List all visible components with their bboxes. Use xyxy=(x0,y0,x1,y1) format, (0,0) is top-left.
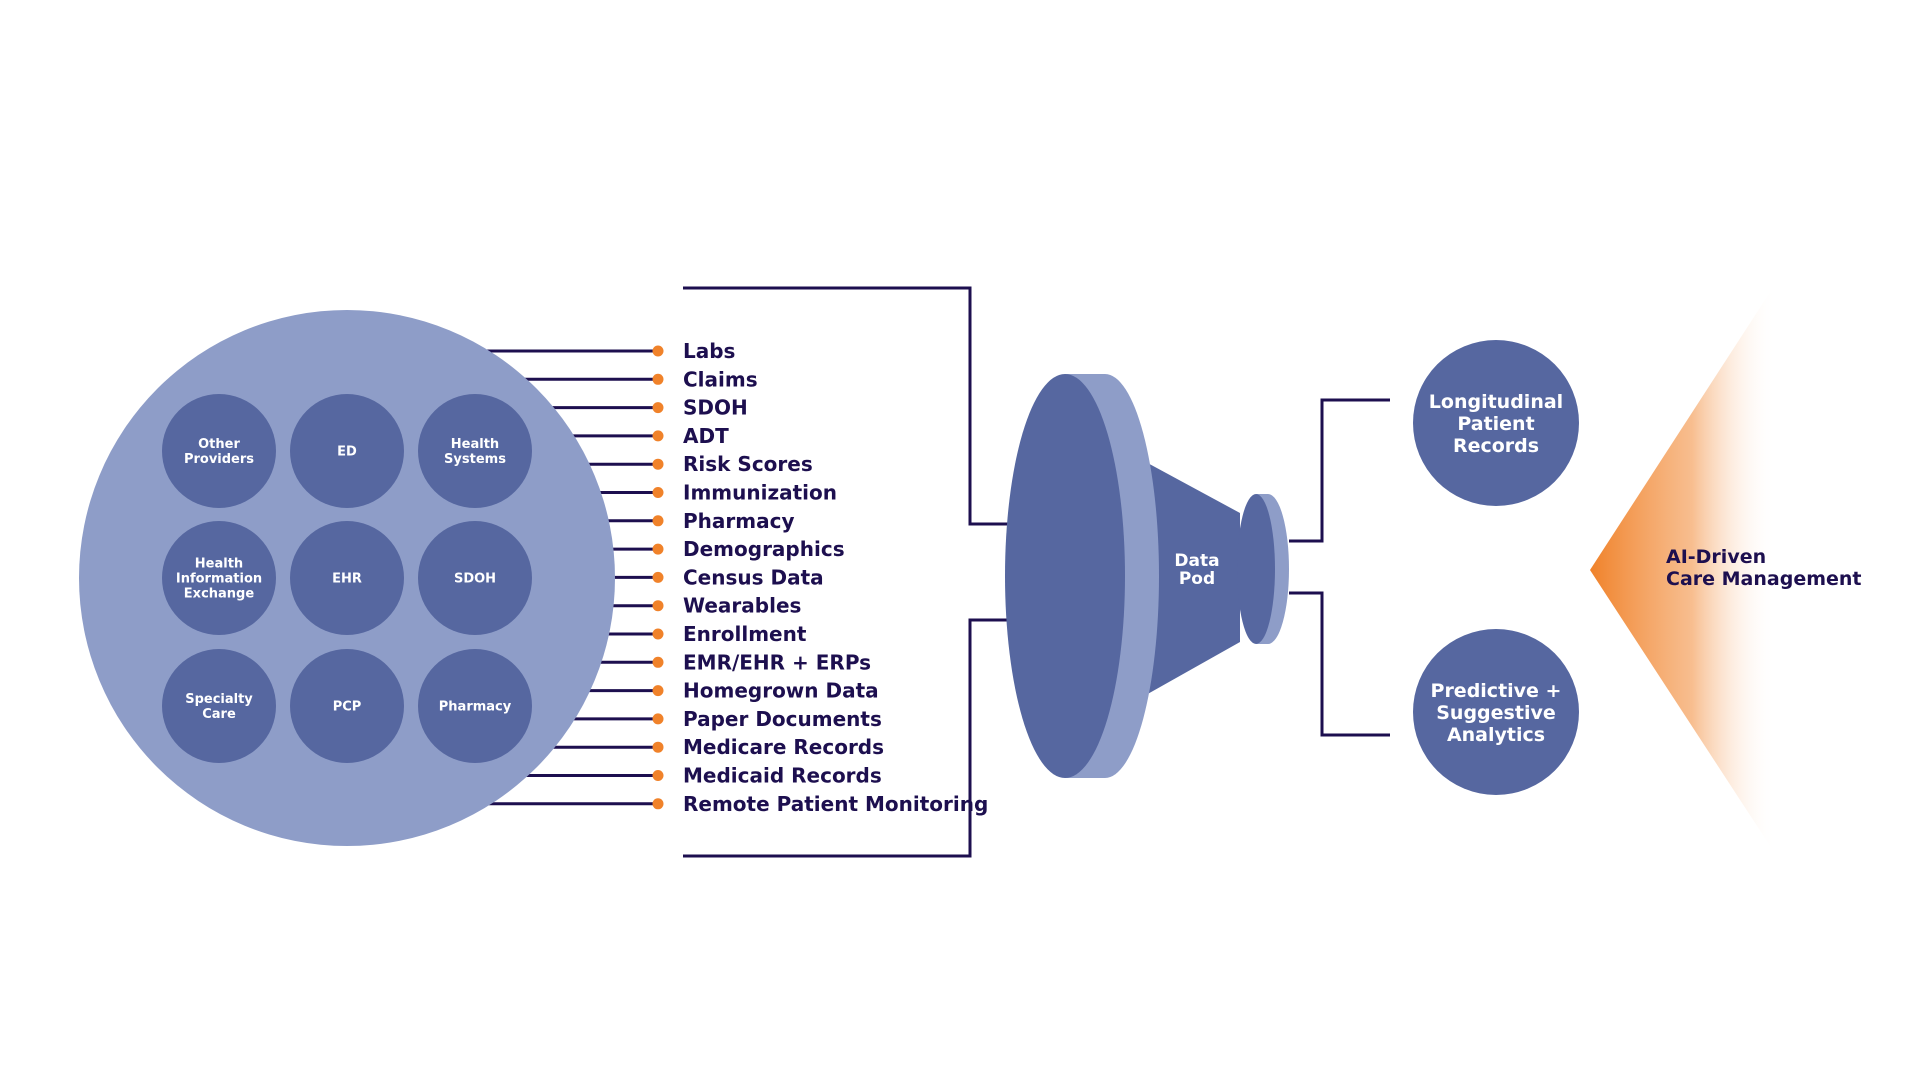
data-type-label: Labs xyxy=(683,339,735,363)
source-node-label: ED xyxy=(337,445,357,460)
data-type-label: EMR/EHR + ERPs xyxy=(683,650,871,674)
data-type-label: ADT xyxy=(683,424,729,448)
dot-icon xyxy=(652,458,664,470)
data-type-label: Medicaid Records xyxy=(683,764,882,788)
data-type-label: Medicare Records xyxy=(683,735,884,759)
funnel-mouth xyxy=(1005,374,1125,778)
source-node xyxy=(418,521,532,635)
data-type-label: Wearables xyxy=(683,594,801,618)
data-type-label: Immunization xyxy=(683,481,837,505)
data-type-label: Homegrown Data xyxy=(683,679,879,703)
data-type-label: Paper Documents xyxy=(683,707,882,731)
dot-icon xyxy=(652,685,664,697)
dot-icon xyxy=(652,770,664,781)
data-type-label: Census Data xyxy=(683,565,824,589)
source-node xyxy=(418,394,532,508)
output-node xyxy=(1413,340,1579,506)
dot-icon xyxy=(652,656,664,668)
dot-icon xyxy=(652,402,664,414)
source-node xyxy=(290,394,404,508)
source-node-label: SDOH xyxy=(454,572,496,587)
data-type-label: Claims xyxy=(683,367,758,391)
dot-icon xyxy=(652,628,664,640)
output-connector-bottom xyxy=(1289,591,1390,737)
source-node xyxy=(162,649,276,763)
source-node xyxy=(290,521,404,635)
bracket-lines xyxy=(683,286,1035,858)
dot-icon xyxy=(652,600,664,612)
output-connector-top xyxy=(1289,398,1390,543)
source-node-label: Pharmacy xyxy=(439,700,512,715)
dot-icon xyxy=(652,345,664,357)
dot-icon xyxy=(652,543,664,555)
dot-icon xyxy=(652,430,664,442)
bracket-bottom xyxy=(683,618,1035,858)
source-node-label: EHR xyxy=(332,572,362,587)
data-type-label: SDOH xyxy=(683,396,748,420)
output-node xyxy=(1413,629,1579,795)
dot-icon xyxy=(652,798,664,810)
dot-icon xyxy=(652,571,664,583)
gradient-arrow xyxy=(1590,283,1776,855)
data-type-label: Enrollment xyxy=(683,622,807,646)
dot-icon xyxy=(652,373,664,385)
source-node-label: PCP xyxy=(333,700,362,715)
source-node xyxy=(162,521,276,635)
dot-icon xyxy=(652,487,664,498)
source-node xyxy=(162,394,276,508)
dot-icon xyxy=(652,741,664,753)
data-type-label: Risk Scores xyxy=(683,452,813,476)
dot-icon xyxy=(652,515,664,527)
data-type-label: Pharmacy xyxy=(683,509,794,533)
dot-icon xyxy=(652,713,664,725)
bracket-top xyxy=(683,286,1035,526)
connector-dots xyxy=(652,345,664,810)
funnel-spout xyxy=(1237,494,1275,644)
data-type-label: Remote Patient Monitoring xyxy=(683,792,988,816)
source-node xyxy=(418,649,532,763)
source-node xyxy=(290,649,404,763)
data-type-label: Demographics xyxy=(683,537,845,561)
